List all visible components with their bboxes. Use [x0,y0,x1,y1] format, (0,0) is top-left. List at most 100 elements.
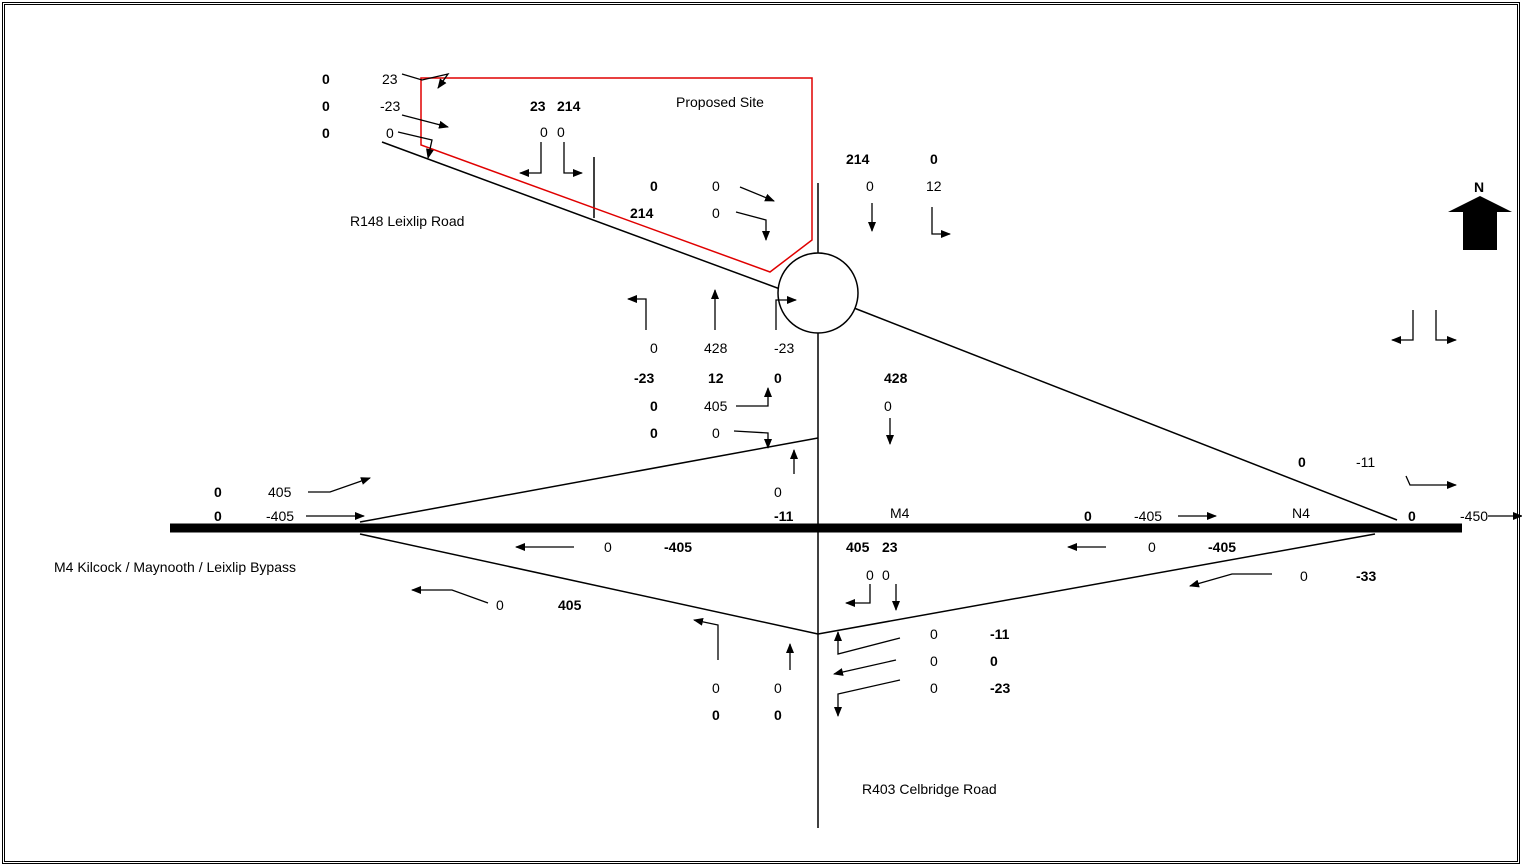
flow-value: 405 [268,484,292,500]
flow-value: -405 [266,508,294,524]
arrow-icon [733,430,772,449]
north-arrow-icon [1448,196,1512,250]
m4-label: M4 [890,505,910,521]
flow-value: 0 [712,425,720,441]
arrow-icon [739,186,775,202]
flow-value: 0 [1148,539,1156,555]
flow-value: 23 [882,539,898,555]
north-label: N [1474,179,1484,195]
flow-value: 0 [930,151,938,167]
flow-value: 214 [846,151,870,167]
flow-value: -405 [664,539,692,555]
roundabout [777,252,859,334]
roads [170,141,1462,828]
flow-value: 0 [496,597,504,613]
n4-label: N4 [1292,505,1310,521]
flow-value: 0 [557,124,565,140]
flow-value: -23 [634,370,654,386]
flow-value: 0 [930,680,938,696]
flow-value: 0 [866,178,874,194]
arrow-icon [834,679,901,717]
flow-value: 0 [650,398,658,414]
site-label: Proposed Site [676,94,764,110]
arrow-icon [1435,310,1457,344]
flow-value: 0 [540,124,548,140]
flow-value: 0 [774,707,782,723]
flow-value: 0 [712,178,720,194]
flow-value: 0 [712,707,720,723]
flow-value: -11 [1356,454,1375,470]
flow-value: 0 [604,539,612,555]
flow-value: -33 [1356,568,1376,584]
flow-value: 0 [1408,508,1416,524]
flow-value: 0 [774,370,782,386]
flow-value: 12 [708,370,724,386]
arrow-icon [735,211,770,241]
flow-value: 0 [930,626,938,642]
flow-value: 405 [558,597,582,613]
flow-value: 0 [650,340,658,356]
arrow-icon [845,584,871,607]
flow-value: 405 [704,398,728,414]
arrow-icon [563,142,583,177]
flow-value: -23 [380,98,400,114]
arrow-icon [397,131,434,159]
arrow-icon [834,631,901,655]
flow-value: 0 [386,125,394,141]
west-on-slip [359,437,819,523]
flow-value: 214 [557,98,581,114]
arrow-icon [401,72,450,89]
arrow-icon [833,659,897,676]
flow-value: 0 [1084,508,1092,524]
flow-value: 0 [1300,568,1308,584]
flow-arrows [306,72,1522,717]
arrow-icon [627,295,647,330]
flow-value: 0 [884,398,892,414]
east-slip [817,533,1376,635]
flow-value: 405 [846,539,870,555]
flow-value: 0 [774,484,782,500]
arrow-icon [931,207,951,238]
flow-value: -23 [774,340,794,356]
arrow-icon [1405,475,1457,489]
flow-value: -11 [774,508,794,524]
flow-value: -450 [1460,508,1488,524]
flow-value: 0 [712,205,720,221]
flow-value: -11 [990,626,1010,642]
n4-link-road [853,307,1398,521]
flow-value: 0 [990,653,998,669]
flow-value: 0 [774,680,782,696]
proposed-site-boundary [420,77,813,273]
flow-value: 0 [1298,454,1306,470]
road-labels: Proposed Site R148 Leixlip Road M4 Kilco… [54,94,1484,797]
flow-value: 0 [930,653,938,669]
r148-label: R148 Leixlip Road [350,213,464,229]
flow-value: 0 [866,567,874,583]
flow-value: 0 [322,125,330,141]
arrow-icon [693,617,719,660]
arrow-icon [736,387,772,407]
flow-value: 0 [712,680,720,696]
flow-value: -405 [1134,508,1162,524]
flow-value: 0 [650,425,658,441]
flow-value: 0 [214,508,222,524]
r148-leixlip-road [381,141,781,290]
arrow-icon [411,586,489,604]
flow-value: 428 [884,370,908,386]
arrow-icon [519,142,542,177]
arrow-icon [775,296,797,330]
flow-value: 0 [214,484,222,500]
flow-value: 428 [704,340,728,356]
flow-value: 214 [630,205,654,221]
r403-label: R403 Celbridge Road [862,781,997,797]
west-off-slip [359,533,819,635]
flow-value: 12 [926,178,942,194]
flow-value: 0 [322,98,330,114]
flow-value: 0 [650,178,658,194]
arrow-icon [401,114,449,129]
flow-value: 0 [882,567,890,583]
arrow-icon [1189,573,1272,588]
flow-value: 0 [322,71,330,87]
